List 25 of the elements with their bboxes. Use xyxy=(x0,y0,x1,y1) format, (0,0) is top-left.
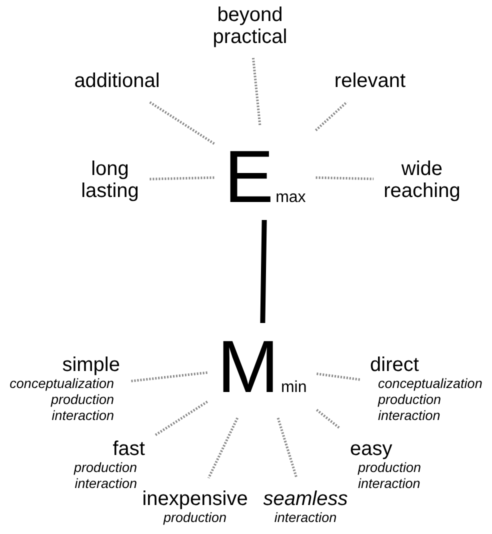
connector-bar xyxy=(260,220,267,324)
quality-label: wide reaching xyxy=(382,158,462,202)
quality-label: additional xyxy=(73,70,161,92)
dotted-line xyxy=(316,176,374,180)
dotted-line xyxy=(148,100,215,145)
quality-label: long lasting xyxy=(80,158,140,202)
quality-label: beyond practical xyxy=(212,4,288,48)
quality-label: simple xyxy=(61,354,120,376)
quality-label: direct xyxy=(369,354,420,376)
dotted-line xyxy=(314,101,348,132)
dotted-line xyxy=(252,58,262,126)
dotted-line xyxy=(276,418,298,478)
quality-label: seamless xyxy=(262,488,349,510)
dotted-line xyxy=(207,417,239,479)
aspect-list: production interaction xyxy=(350,460,460,492)
quality-label: fast xyxy=(112,438,145,460)
quality-label: easy xyxy=(350,438,394,460)
dotted-line xyxy=(316,372,360,381)
quality-label: relevant xyxy=(333,70,407,92)
dotted-line xyxy=(148,176,214,180)
aspect-list: conceptualization production interaction xyxy=(0,376,120,424)
dotted-line xyxy=(154,400,208,436)
dotted-line xyxy=(316,408,341,430)
aspect-list: conceptualization production interaction xyxy=(362,376,492,424)
dotted-line xyxy=(130,371,208,382)
